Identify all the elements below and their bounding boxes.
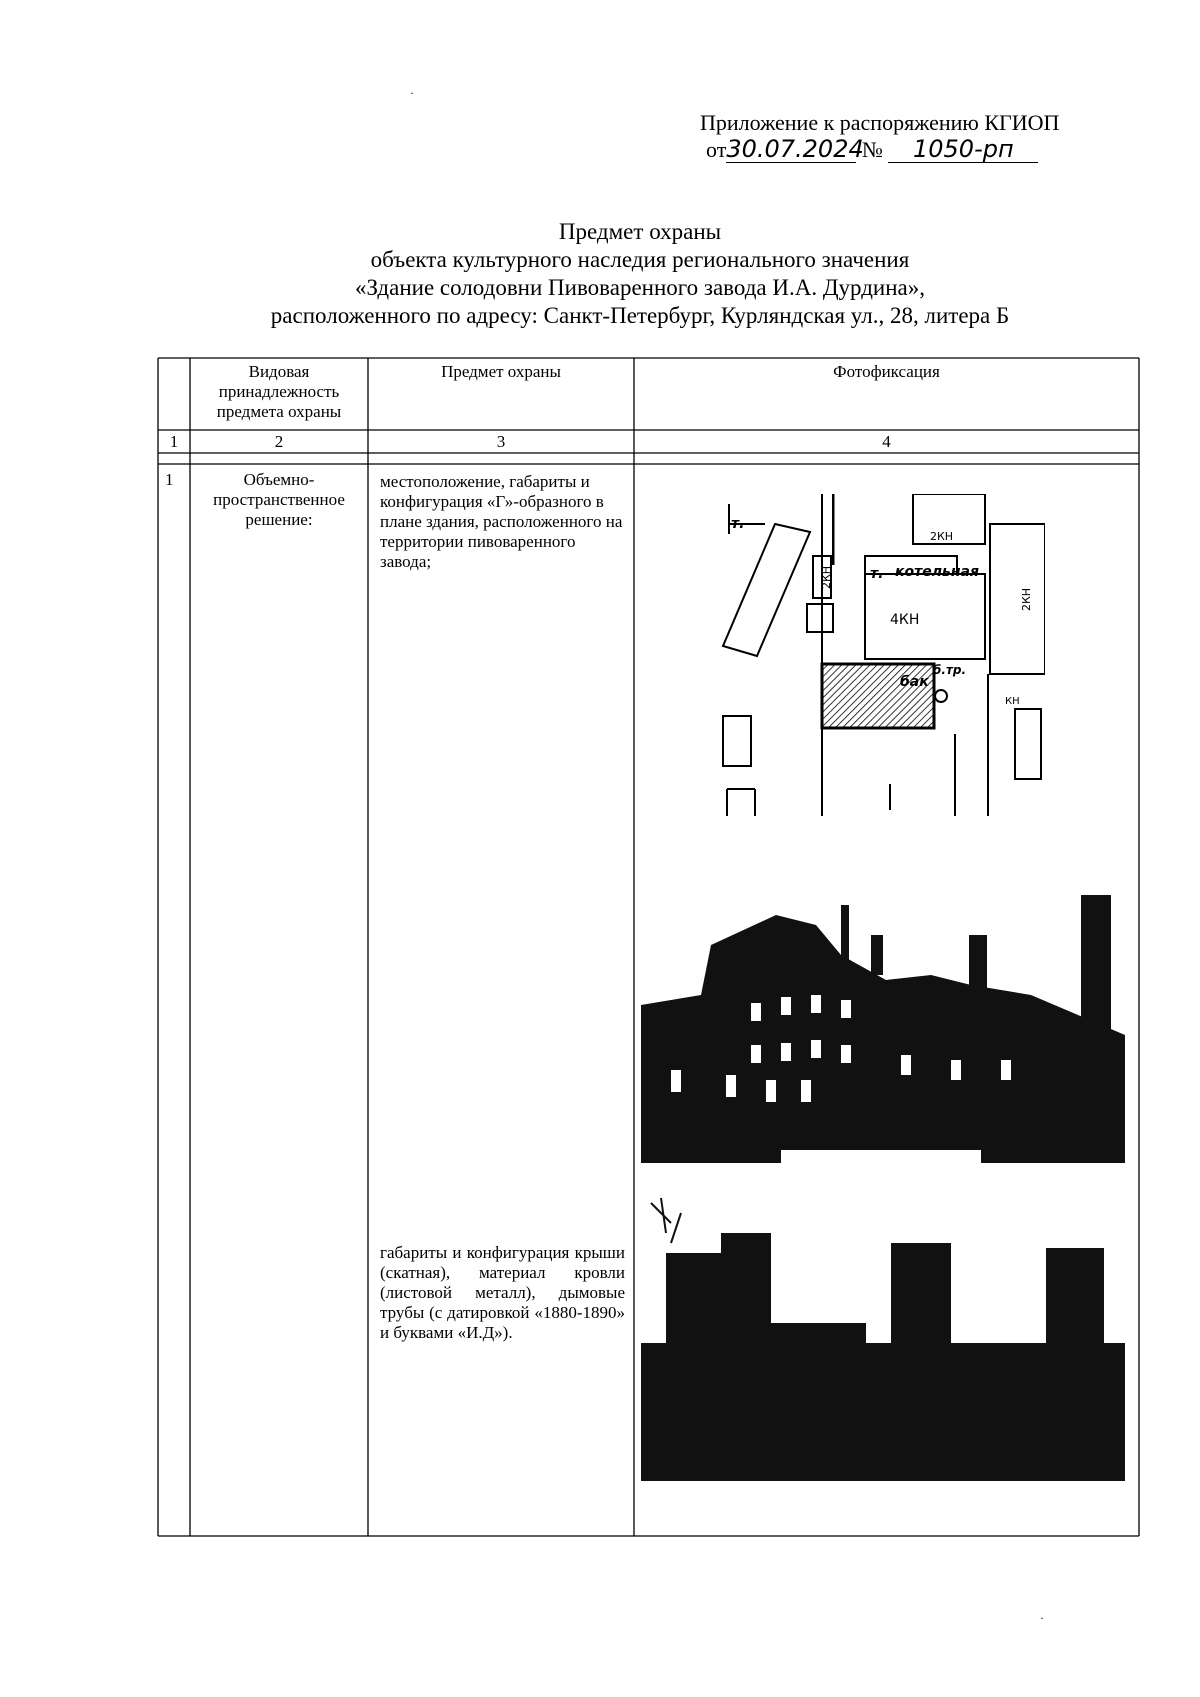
colnum-1: 1 xyxy=(169,432,179,451)
colnum-2: 2 xyxy=(274,432,284,451)
header-photo: Фотофиксация xyxy=(833,362,940,381)
header-subject: Предмет охраны xyxy=(441,362,561,381)
row-category: Объемно-пространственное решение: xyxy=(213,470,345,529)
title-line: Предмет охраны xyxy=(558,219,722,244)
title-line: объекта культурного наследия регионально… xyxy=(370,247,910,272)
document-title: Предмет охраны объекта культурного насле… xyxy=(150,218,1130,330)
map-label-4kn: 4КН xyxy=(890,612,919,628)
appendix-title: Приложение к распоряжению КГИОП xyxy=(700,110,1060,135)
appendix-header: Приложение к распоряжению КГИОП от30.07.… xyxy=(700,110,1120,163)
facade-photo xyxy=(641,895,1125,1163)
map-label-2kn-b: 2КН xyxy=(1020,588,1033,611)
chimneys-photo xyxy=(641,1193,1125,1481)
site-plan-drawing: котельная бак б.тр. т. т. 4КН 2КН 2КН 2К… xyxy=(721,494,1045,816)
page-speck: · xyxy=(1040,1611,1044,1625)
map-label-boiler: котельная xyxy=(895,564,979,580)
title-line: «Здание солодовни Пивоваренного завода И… xyxy=(354,275,926,300)
map-label-kn: КН xyxy=(1005,696,1020,707)
facade-image xyxy=(641,895,1125,1163)
map-label-t1: т. xyxy=(731,516,744,532)
row-number: 1 xyxy=(165,470,174,489)
subject-location: местоположение, габариты и конфигурация … xyxy=(380,472,623,571)
colnum-3: 3 xyxy=(496,432,506,451)
page-speck: · xyxy=(410,86,414,100)
order-date: 30.07.2024 xyxy=(726,135,864,163)
site-plan-map: котельная бак б.тр. т. т. 4КН 2КН 2КН 2К… xyxy=(715,494,1045,816)
header-category: Видовая принадлежность предмета охраны xyxy=(216,362,342,421)
map-label-pipe: б.тр. xyxy=(933,663,966,677)
subject-roof: габариты и конфигурация крыши (скатная),… xyxy=(380,1243,625,1342)
map-label-t2: т. xyxy=(870,566,883,582)
chimneys-image xyxy=(641,1193,1125,1481)
map-label-2kn-c: 2КН xyxy=(820,566,833,589)
colnum-4: 4 xyxy=(882,432,891,451)
map-label-2kn-a: 2КН xyxy=(930,530,953,543)
from-prefix: от xyxy=(706,137,727,162)
number-prefix: № xyxy=(861,137,883,162)
order-number: 1050-рп xyxy=(888,136,1039,163)
map-label-tank: бак xyxy=(900,674,929,690)
title-line: расположенного по адресу: Санкт-Петербур… xyxy=(270,303,1010,328)
order-reference: от30.07.2024 № 1050-рп xyxy=(706,136,1120,163)
